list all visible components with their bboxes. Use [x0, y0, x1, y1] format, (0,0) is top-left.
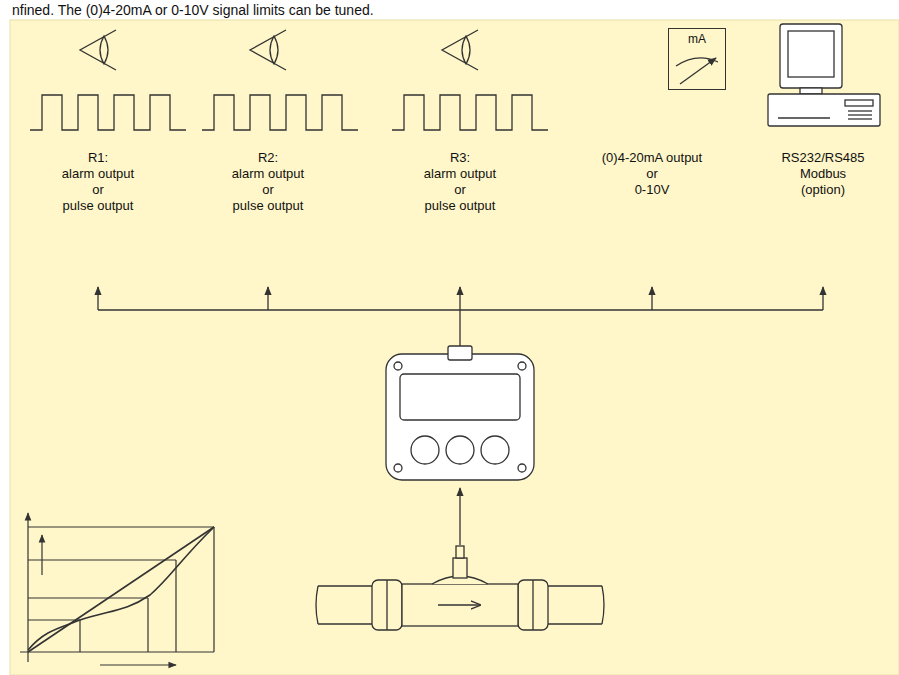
label-line: R1: — [62, 150, 134, 166]
meter-box: mA — [668, 28, 726, 90]
eye-icon — [442, 30, 478, 70]
label-line: pulse output — [424, 198, 496, 214]
meter-symbol — [676, 58, 718, 84]
label-line: R3: — [424, 150, 496, 166]
eye-icons — [80, 30, 478, 70]
label-line: R2: — [232, 150, 304, 166]
output-label: RS232/RS485 Modbus (option) — [781, 150, 864, 198]
label-line: alarm output — [232, 166, 304, 182]
pulse-wave — [392, 95, 548, 130]
output-arrows — [98, 287, 823, 545]
label-line: or — [232, 182, 304, 198]
label-line: pulse output — [232, 198, 304, 214]
label-line: or — [602, 166, 702, 182]
label-line: pulse output — [62, 198, 134, 214]
label-line: (option) — [781, 182, 864, 198]
output-label: R1: alarm output or pulse output — [62, 150, 134, 214]
eye-icon — [250, 30, 286, 70]
output-label: R3: alarm output or pulse output — [424, 150, 496, 214]
label-line: Modbus — [781, 166, 864, 182]
pulse-wave — [30, 95, 186, 130]
flow-meter — [316, 546, 604, 630]
output-label: R2: alarm output or pulse output — [232, 150, 304, 214]
label-line: (0)4-20mA output — [602, 150, 702, 166]
background-panel — [10, 20, 899, 675]
linearization-chart — [20, 513, 214, 665]
label-line: or — [424, 182, 496, 198]
eye-icon — [80, 30, 116, 70]
label-line: RS232/RS485 — [781, 150, 864, 166]
label-line: alarm output — [62, 166, 134, 182]
pulse-waveforms — [30, 95, 548, 130]
label-line: 0-10V — [602, 182, 702, 198]
pulse-wave — [202, 95, 358, 130]
meter-unit: mA — [669, 29, 725, 46]
label-line: alarm output — [424, 166, 496, 182]
computer-icon — [768, 24, 880, 126]
label-line: or — [62, 182, 134, 198]
description-text: nfined. The (0)4-20mA or 0-10V signal li… — [12, 2, 374, 18]
output-label: (0)4-20mA output or 0-10V — [602, 150, 702, 198]
indicator-unit — [386, 346, 534, 480]
